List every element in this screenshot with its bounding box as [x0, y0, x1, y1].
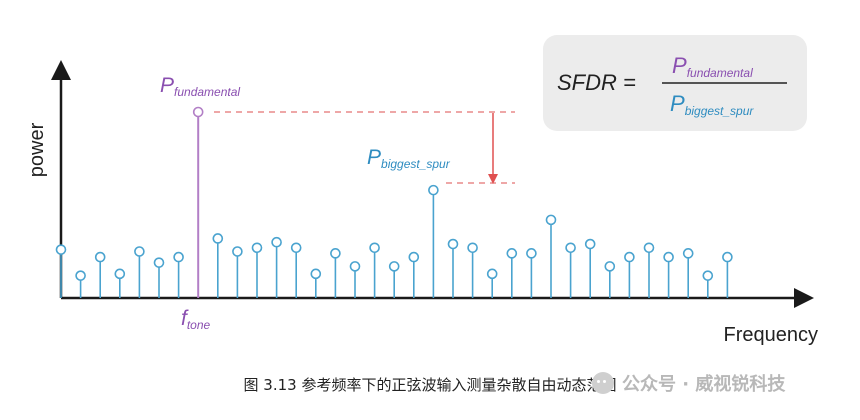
- stem-marker: [702, 270, 714, 281]
- stem-marker: [55, 244, 67, 255]
- stem-marker: [290, 242, 302, 254]
- stem-marker: [722, 251, 733, 263]
- stem-marker: [565, 242, 576, 254]
- stem-marker: [75, 270, 86, 281]
- stem-marker: [212, 233, 224, 244]
- stem-marker: [643, 242, 655, 254]
- y-axis-arrowhead: [51, 60, 71, 80]
- tone-label: ftone: [181, 307, 211, 332]
- stem-marker: [349, 261, 361, 272]
- y-axis-label: power: [26, 122, 48, 177]
- stem-marker: [506, 248, 518, 259]
- stem-marker: [584, 238, 596, 250]
- stem-marker: [408, 251, 420, 263]
- stem-marker: [467, 242, 478, 254]
- stem-marker: [447, 238, 459, 250]
- stem-marker: [153, 257, 165, 268]
- stem-marker: [526, 248, 537, 259]
- chat-bubble-icon: [592, 372, 614, 394]
- x-axis-label: Frequency: [724, 324, 819, 346]
- stem-marker: [173, 251, 184, 263]
- stem-marker: [604, 261, 616, 272]
- watermark-text: 公众号 · 威视锐科技: [622, 374, 786, 395]
- difference-arrow-head: [488, 174, 498, 184]
- stem-marker: [94, 251, 106, 263]
- stem-marker: [232, 246, 243, 257]
- stem-marker: [624, 251, 635, 263]
- formula-lhs: SFDR =: [557, 70, 636, 95]
- spur-marker: [428, 184, 439, 196]
- stem-marker: [134, 246, 145, 257]
- stem-marker: [251, 242, 263, 254]
- stem-marker: [663, 251, 674, 263]
- spur-label: Pbiggest_spur: [367, 146, 451, 171]
- stem-marker: [310, 268, 322, 280]
- stem-marker: [369, 242, 380, 254]
- stem-marker: [545, 214, 557, 226]
- x-axis-arrowhead: [794, 288, 814, 308]
- stem-marker: [114, 268, 126, 280]
- formula-denominator: Pbiggest_spur: [670, 91, 754, 118]
- formula-numerator: Pfundamental: [672, 53, 753, 80]
- fundamental-label: Pfundamental: [160, 74, 240, 99]
- stem-marker: [486, 268, 498, 280]
- stem-series: [55, 106, 733, 298]
- watermark: 公众号 · 威视锐科技: [592, 370, 852, 396]
- stem-marker: [330, 248, 341, 259]
- figure-caption: 图 3.13 参考频率下的正弦波输入测量杂散自由动态范围: [243, 376, 617, 394]
- fundamental-marker: [192, 106, 204, 118]
- stem-marker: [682, 248, 694, 259]
- stem-marker: [271, 236, 282, 248]
- stem-marker: [388, 261, 400, 272]
